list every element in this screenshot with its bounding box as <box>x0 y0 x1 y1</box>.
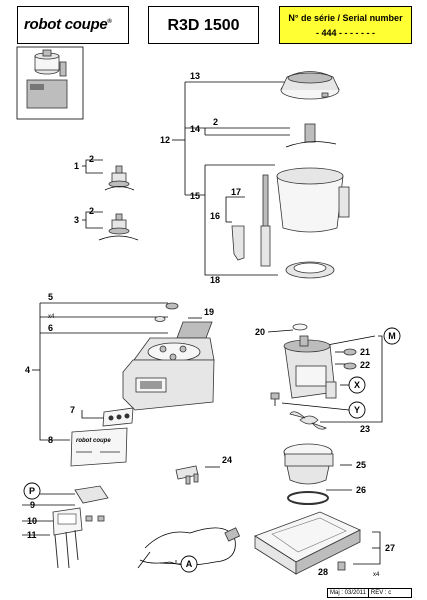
serial-number-label: N° de série / Serial number <box>288 13 403 23</box>
motor-casing-group <box>283 443 352 505</box>
part-label-15: 15 <box>190 191 200 201</box>
base-plate-group <box>254 511 381 575</box>
part-label-1: 1 <box>74 161 79 171</box>
switch-assembly-group <box>22 485 109 569</box>
power-cord <box>137 527 241 569</box>
part-label-2a: 2 <box>89 154 94 164</box>
callout-M: M <box>388 331 396 341</box>
svg-text:robot coupe: robot coupe <box>76 438 111 444</box>
part-label-18: 18 <box>210 275 220 285</box>
part-label-24: 24 <box>222 455 232 465</box>
part-label-9: 9 <box>30 500 35 510</box>
callout-A: A <box>186 559 193 569</box>
product-thumbnail-frame <box>16 46 84 120</box>
part-label-10: 10 <box>27 516 37 526</box>
part-label-14: 14 <box>190 124 200 134</box>
bowl-assembly-group <box>172 71 350 279</box>
callout-P: P <box>29 486 35 496</box>
serial-number-value: - 444 - - - - - - - <box>316 28 375 38</box>
part-label-8: 8 <box>48 435 53 445</box>
registered-mark: ® <box>107 19 112 25</box>
part-label-13: 13 <box>190 71 200 81</box>
brand-logo-box: robot coupe® <box>17 6 129 44</box>
brand-name: robot coupe <box>24 16 108 33</box>
revision-footer: Maj : 03/2011 REV : c <box>327 588 412 598</box>
revision-code: REV : c <box>367 589 393 597</box>
part-label-21: 21 <box>360 347 370 357</box>
model-box: R3D 1500 <box>148 6 259 44</box>
part-label-28: 28 <box>318 567 328 577</box>
part-label-2c: 2 <box>213 117 218 127</box>
quantity-x4-top: x4 <box>48 314 55 320</box>
part-label-2b: 2 <box>89 206 94 216</box>
part-label-3: 3 <box>74 215 79 225</box>
capacitor-bracket <box>175 465 220 485</box>
part-label-16: 16 <box>210 211 220 221</box>
callout-Y: Y <box>354 405 360 415</box>
part-label-19: 19 <box>204 307 214 317</box>
blade-assembly-3 <box>82 211 139 241</box>
motor-base-group: robot coupe <box>32 302 215 467</box>
serial-number-box: N° de série / Serial number - 444 - - - … <box>279 6 412 44</box>
part-label-6: 6 <box>48 323 53 333</box>
part-label-11: 11 <box>27 530 37 540</box>
part-label-27: 27 <box>385 543 395 553</box>
part-label-25: 25 <box>356 460 366 470</box>
part-label-4: 4 <box>25 365 30 375</box>
model-name: R3D 1500 <box>167 17 240 34</box>
callout-markers: M X Y P A <box>23 327 401 573</box>
part-label-12: 12 <box>160 135 170 145</box>
motor-assembly-group <box>267 323 383 430</box>
quantity-x4-bottom: x4 <box>373 572 380 578</box>
part-label-5: 5 <box>48 292 53 302</box>
brand-logo: robot coupe® <box>24 16 112 33</box>
callout-X: X <box>354 380 360 390</box>
part-label-7: 7 <box>70 405 75 415</box>
part-label-23: 23 <box>360 424 370 434</box>
part-label-20: 20 <box>255 327 265 337</box>
part-number-labels: 1 2 3 2 4 5 6 7 8 9 10 11 12 13 2 14 15 … <box>25 71 395 578</box>
blade-assembly-1 <box>82 159 135 191</box>
part-label-22: 22 <box>360 360 370 370</box>
update-date: Maj : 03/2011 <box>330 590 366 596</box>
part-label-17: 17 <box>231 187 241 197</box>
part-label-26: 26 <box>356 485 366 495</box>
